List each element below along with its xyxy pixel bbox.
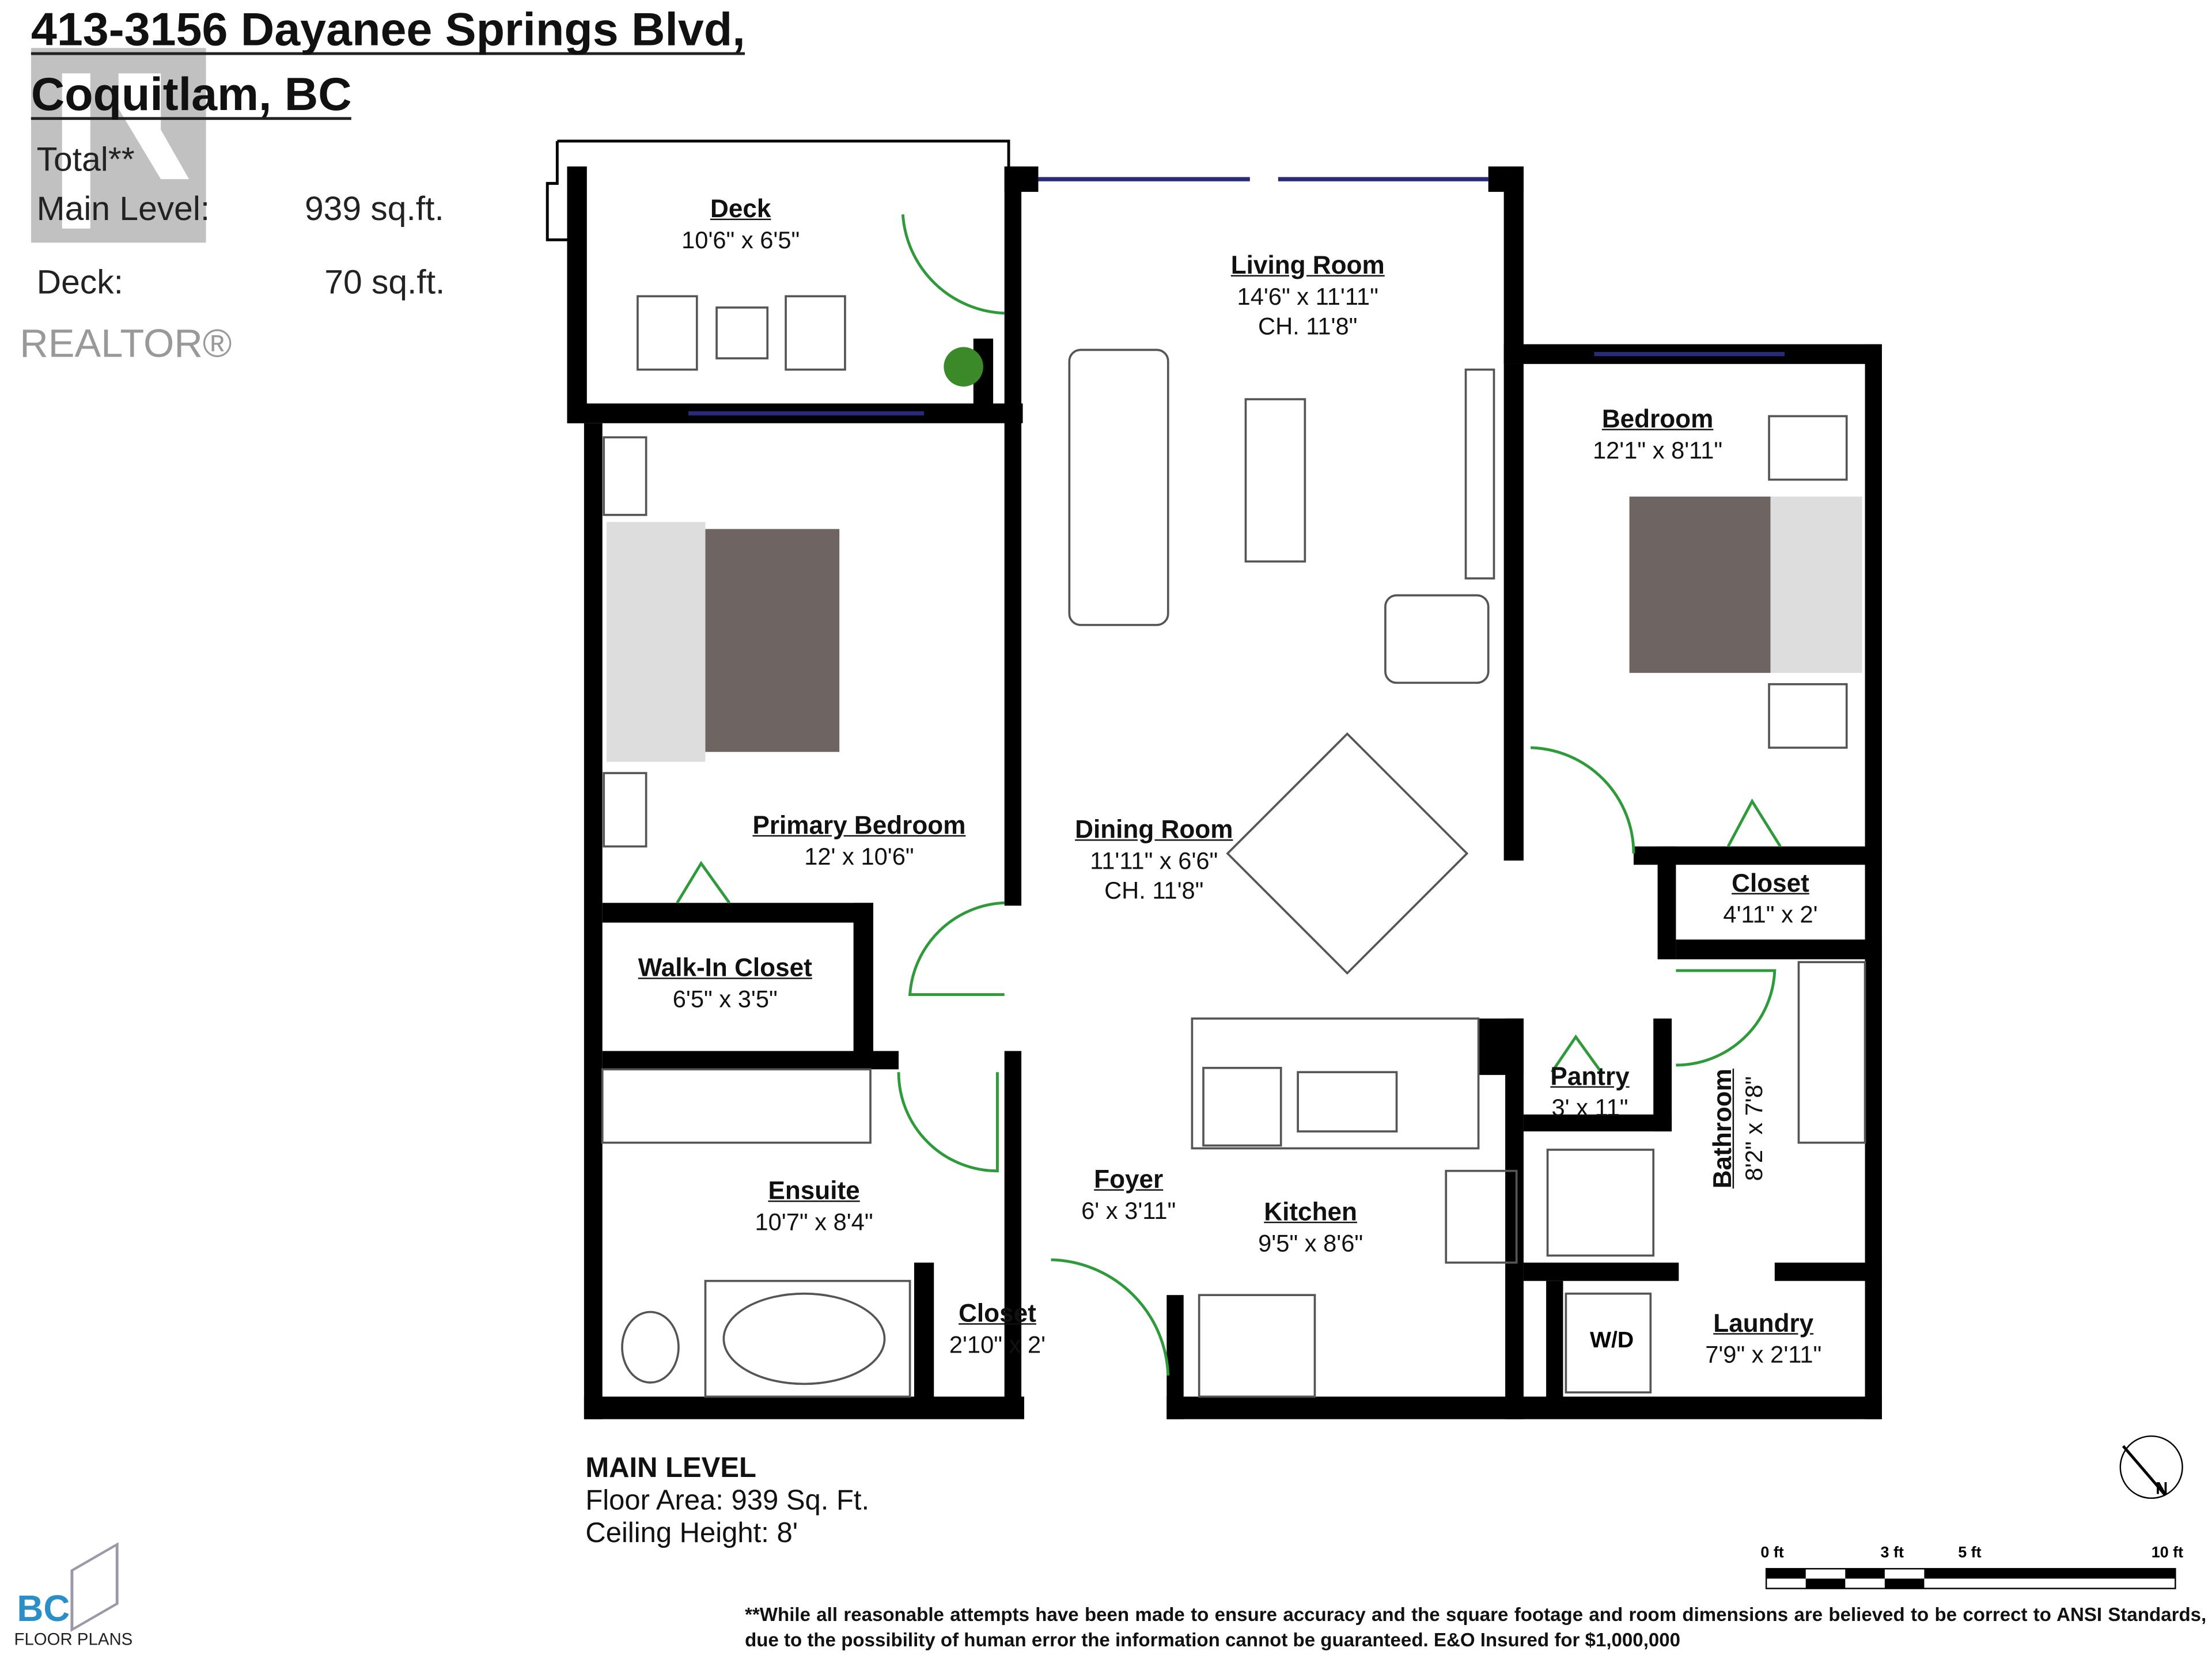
walls <box>567 166 1882 1419</box>
door-swings <box>676 214 1782 1376</box>
compass-label: N <box>2156 1478 2168 1498</box>
main-level-value: 939 sq.ft. <box>304 190 444 229</box>
floor-area: Floor Area: 939 Sq. Ft. <box>585 1485 870 1517</box>
scale-tick-0: 0 ft <box>1760 1544 1784 1562</box>
address-line-1: 413-3156 Dayanee Springs Blvd, <box>31 2 745 55</box>
level-title: MAIN LEVEL <box>585 1453 756 1484</box>
scale-bar <box>1765 1568 2176 1589</box>
deck-value: 70 sq.ft. <box>324 263 445 302</box>
compass-icon <box>2119 1435 2183 1499</box>
deck-railing <box>546 139 1010 241</box>
ceiling-height: Ceiling Height: 8' <box>585 1518 798 1550</box>
beds <box>607 497 1862 762</box>
windows <box>688 177 1785 416</box>
scale-tick-5: 5 ft <box>1958 1544 1982 1562</box>
total-label: Total** <box>36 141 135 180</box>
realtor-watermark-text: REALTOR® <box>20 321 232 366</box>
level-info: MAIN LEVEL Floor Area: 939 Sq. Ft. Ceili… <box>585 1453 869 1550</box>
furniture <box>601 295 1866 1398</box>
scale-tick-10: 10 ft <box>2151 1544 2184 1562</box>
plant <box>944 347 983 387</box>
disclaimer: **While all reasonable attempts have bee… <box>745 1604 2207 1650</box>
washer-dryer-label: W/D <box>1590 1328 1634 1353</box>
address-line-2: Coquitlam, BC <box>31 67 352 120</box>
scale-tick-3: 3 ft <box>1880 1544 1904 1562</box>
main-level-label: Main Level: <box>36 190 210 229</box>
realtor-watermark-logo <box>31 48 206 243</box>
bc-floor-plans-logo: BC FLOOR PLANS <box>14 1542 169 1658</box>
deck-label: Deck: <box>36 263 123 302</box>
